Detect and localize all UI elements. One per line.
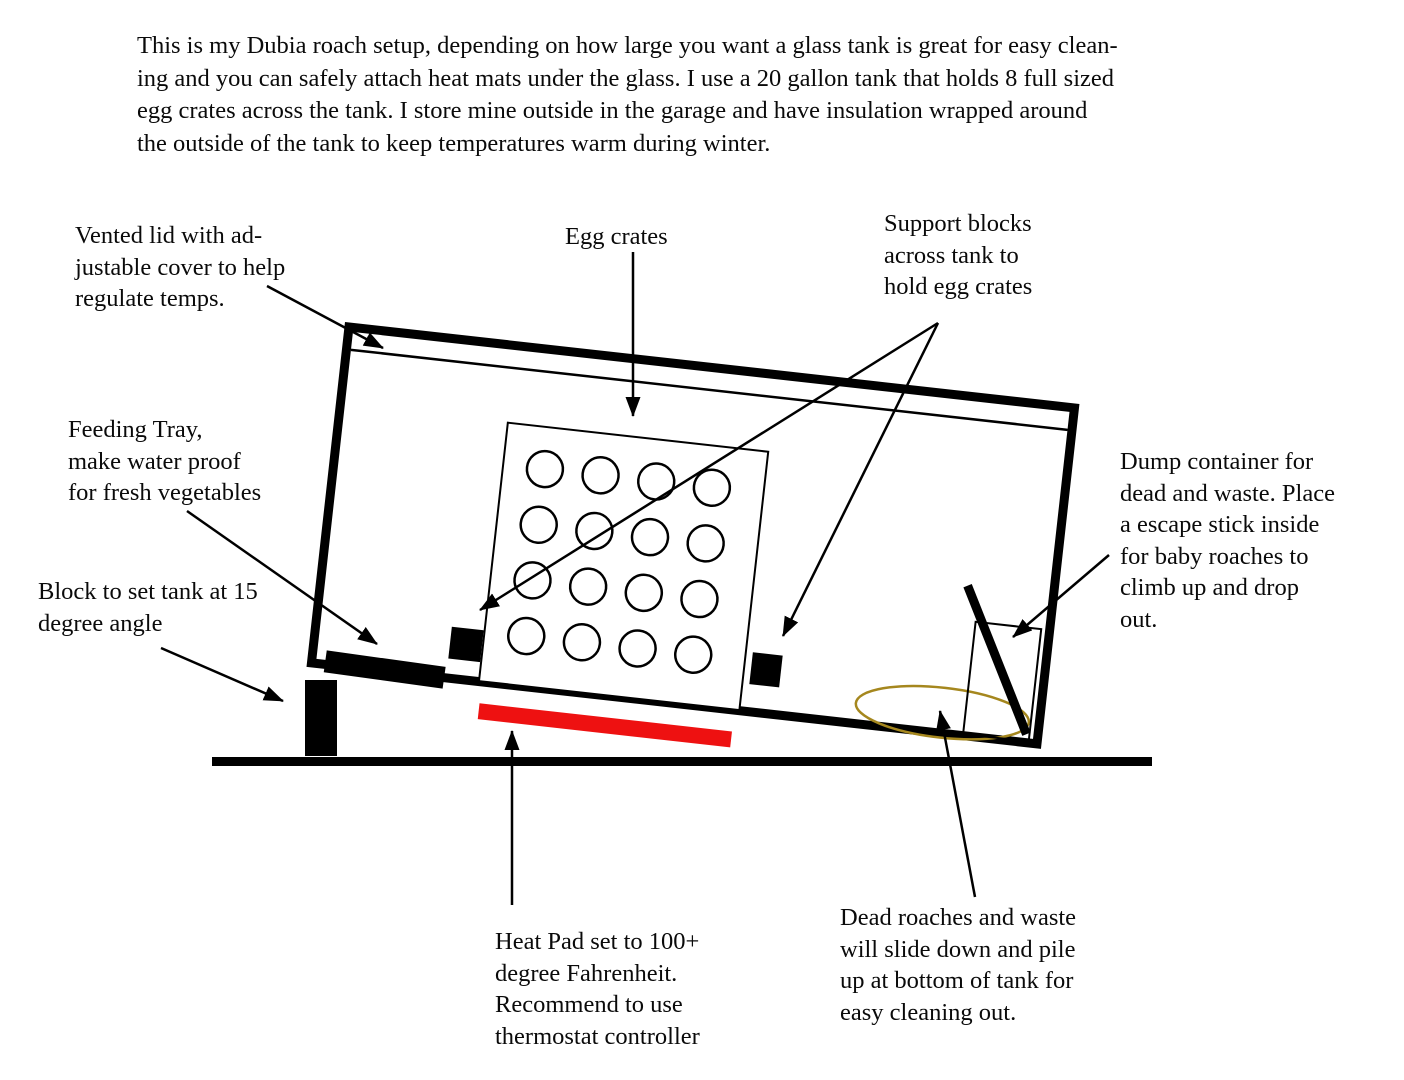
tank-group xyxy=(306,322,1080,749)
label-egg-crates: Egg crates xyxy=(565,223,668,250)
vented-lid-line xyxy=(350,348,1068,432)
feeding-tray xyxy=(323,650,446,689)
angle-block-arrow xyxy=(160,646,284,703)
feeding-tray-arrow xyxy=(186,509,378,646)
label-vented-lid: Vented lid with ad- justable cover to he… xyxy=(75,222,286,312)
vented-lid-arrow xyxy=(266,284,384,350)
annotation-arrows xyxy=(160,252,1110,905)
support-block-right xyxy=(749,652,783,688)
label-dump-container: Dump container for dead and waste. Place… xyxy=(1120,448,1335,633)
heat-pad xyxy=(477,703,732,748)
egg-crate xyxy=(477,421,770,712)
intro-paragraph: This is my Dubia roach setup, depending … xyxy=(137,32,1118,157)
dump-container-arrow xyxy=(1012,554,1110,638)
waste-pile-ellipse xyxy=(854,684,1031,741)
dead-roaches-arrow xyxy=(936,710,977,898)
label-block-angle: Block to set tank at 15 degree angle xyxy=(38,578,258,637)
support-blocks-arrow-right xyxy=(781,322,940,637)
label-dead-roaches: Dead roaches and waste will slide down a… xyxy=(840,904,1077,1026)
egg-crate-holes xyxy=(507,449,732,674)
label-heat-pad: Heat Pad set to 100+ degree Fahrenheit. … xyxy=(495,928,700,1050)
label-support-blocks: Support blocks across tank to hold egg c… xyxy=(884,210,1033,300)
angle-block xyxy=(305,680,337,756)
escape-stick xyxy=(963,584,1031,736)
label-feeding-tray: Feeding Tray, make water proof for fresh… xyxy=(68,416,262,506)
dump-container xyxy=(961,620,1043,743)
support-blocks-arrow-left xyxy=(479,321,939,612)
support-block-left xyxy=(448,626,484,663)
ground-line xyxy=(212,757,1152,766)
